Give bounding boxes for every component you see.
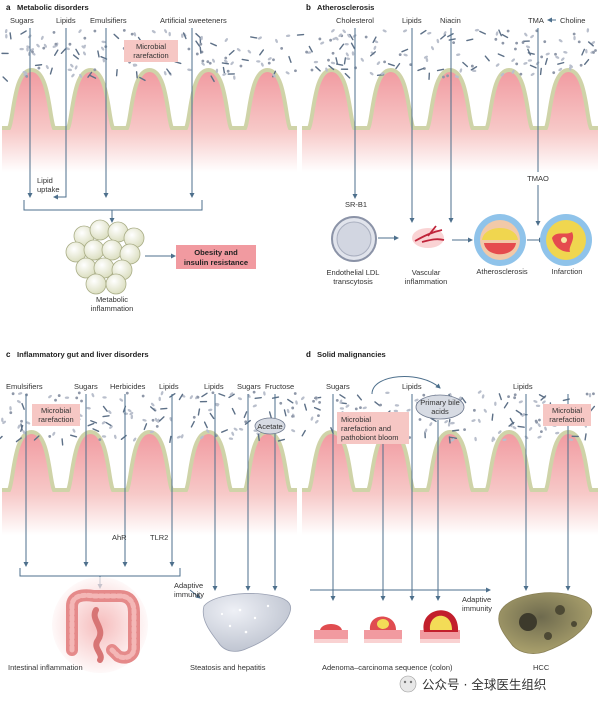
label-sugars-d: Sugars: [326, 382, 350, 391]
label-lipids-a: Lipids: [56, 16, 76, 25]
panel-title-a: Metabolic disorders: [17, 3, 89, 12]
endothelial-label-2: transcytosis: [333, 277, 373, 286]
panel-title-d: Solid malignancies: [317, 350, 386, 359]
panel-title-c: Inflammatory gut and liver disorders: [17, 350, 149, 359]
label-sugars-c2: Sugars: [237, 382, 261, 391]
panel-b: b Atherosclerosis Cholesterol Lipids Nia…: [306, 3, 592, 286]
hcc-label: HCC: [533, 663, 550, 672]
bloom-label-1: Microbial: [341, 415, 371, 424]
adaptive-immunity-d1: Adaptive: [462, 595, 491, 604]
label-lipids-b: Lipids: [402, 16, 422, 25]
mucosa-strip-d: [302, 429, 598, 535]
wechat-icon: [399, 675, 417, 693]
label-cholesterol: Cholesterol: [336, 16, 374, 25]
microbial-label-c2: rarefaction: [38, 415, 73, 424]
steatosis-hepatitis-label: Steatosis and hepatitis: [190, 663, 266, 672]
watermark: 公众号 · 全球医生组织: [399, 675, 546, 693]
microbial-rarefaction-box-a: [124, 40, 178, 62]
microbial-label-d2: rarefaction: [549, 415, 584, 424]
label-emulsifiers-c: Emulsifiers: [6, 382, 43, 391]
adaptive-immunity-c2: immunity: [174, 590, 204, 599]
atherosclerosis-artery-icon: [474, 214, 526, 266]
lipid-uptake-label-1: Lipid: [37, 176, 53, 185]
acetate-label: Acetate: [257, 422, 282, 431]
panel-title-b: Atherosclerosis: [317, 3, 374, 12]
microbial-rarefaction-box-c: [32, 404, 80, 426]
adaptive-immunity-d2: immunity: [462, 604, 492, 613]
label-lipids-d1: Lipids: [402, 382, 422, 391]
adenoma-carcinoma-label: Adenoma–carcinoma sequence (colon): [322, 663, 453, 672]
tmao-label: TMAO: [527, 174, 549, 183]
label-sugars-c: Sugars: [74, 382, 98, 391]
infarction-artery-icon: [540, 214, 592, 266]
panel-c: c Inflammatory gut and liver disorders E…: [6, 350, 294, 673]
inflamed-colon-icon: [52, 577, 148, 673]
microbial-label-a2: rarefaction: [133, 51, 168, 60]
adaptive-immunity-c1: Adaptive: [174, 581, 203, 590]
obesity-outcome-box: [176, 245, 256, 269]
primary-bile-acids-ellipse: [415, 394, 465, 420]
label-fructose: Fructose: [265, 382, 294, 391]
liver-icon: [202, 593, 292, 652]
adipocyte-cluster: [65, 219, 145, 295]
tlr2-label: TLR2: [150, 533, 168, 542]
mucosa-strip-c: [2, 429, 297, 535]
bloom-label-2: rarefaction and: [341, 424, 391, 433]
infarction-label: Infarction: [552, 267, 583, 276]
label-emulsifiers-a: Emulsifiers: [90, 16, 127, 25]
label-tma: TMA: [528, 16, 544, 25]
bile-acids-label-1: Primary bile: [420, 398, 460, 407]
adenoma-stage-1-icon: [314, 624, 348, 643]
panel-a: a Metabolic disorders Sugars Lipids Emul…: [6, 3, 256, 313]
label-choline: Choline: [560, 16, 585, 25]
vascular-label-2: inflammation: [405, 277, 448, 286]
label-sugars-a: Sugars: [10, 16, 34, 25]
adenoma-stage-3-icon: [420, 610, 460, 643]
microbial-label-a1: Microbial: [136, 42, 166, 51]
label-lipids-c1: Lipids: [159, 382, 179, 391]
srb1-label: SR-B1: [345, 200, 367, 209]
obesity-label-2: insulin resistance: [184, 258, 248, 267]
label-niacin: Niacin: [440, 16, 461, 25]
label-herbicides: Herbicides: [110, 382, 146, 391]
endothelial-cell: [331, 216, 377, 262]
label-lipids-d2: Lipids: [513, 382, 533, 391]
mucosa-strip-a: [2, 67, 297, 172]
lipid-uptake-label-2: uptake: [37, 185, 60, 194]
mucosa-strip-b: [302, 67, 598, 172]
bile-acids-label-2: acids: [431, 407, 449, 416]
obesity-label-1: Obesity and: [194, 248, 238, 257]
label-artificial-sweeteners: Artificial sweeteners: [160, 16, 227, 25]
panel-d: d Solid malignancies Sugars Lipids Lipid…: [306, 350, 592, 672]
panel-letter-b: b: [306, 3, 311, 12]
panel-letter-d: d: [306, 350, 311, 359]
microbial-rarefaction-box-d: [543, 404, 591, 426]
label-lipids-c2: Lipids: [204, 382, 224, 391]
endothelial-label-1: Endothelial LDL: [327, 268, 380, 277]
adenoma-stage-2-icon: [364, 616, 402, 643]
hcc-liver-icon: [498, 592, 592, 654]
pathobiont-bloom-box: [337, 412, 409, 444]
vascular-label-1: Vascular: [412, 268, 441, 277]
acetate-ellipse: [254, 417, 286, 435]
atherosclerosis-label: Atherosclerosis: [476, 267, 528, 276]
intestinal-inflammation-label: Intestinal inflammation: [8, 663, 83, 672]
microbial-label-c1: Microbial: [41, 406, 71, 415]
microbial-label-d1: Microbial: [552, 406, 582, 415]
bloom-label-3: pathobiont bloom: [341, 433, 399, 442]
vascular-inflammation-icon: [412, 225, 445, 248]
panel-letter-c: c: [6, 350, 11, 359]
panel-letter-a: a: [6, 3, 11, 12]
metabolic-inflammation-label-2: inflammation: [91, 304, 134, 313]
watermark-text: 公众号 · 全球医生组织: [422, 677, 546, 692]
metabolic-inflammation-label-1: Metabolic: [96, 295, 128, 304]
ahr-label: AhR: [112, 533, 127, 542]
